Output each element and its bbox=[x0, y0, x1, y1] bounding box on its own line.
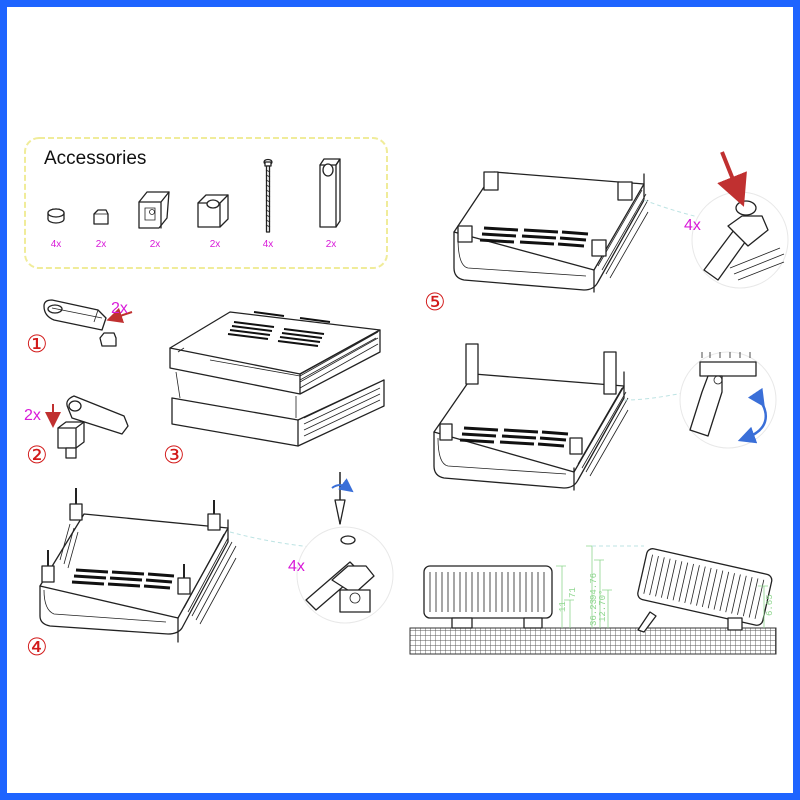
accessories-title: Accessories bbox=[44, 148, 146, 169]
step-5-qty: 4x bbox=[684, 217, 701, 234]
step-1-qty: 2x bbox=[111, 300, 128, 317]
step-1: 2x ① bbox=[26, 299, 133, 358]
insert-arrow bbox=[106, 307, 133, 324]
stand-leg-right bbox=[603, 351, 617, 395]
step-2-qty: 2x bbox=[24, 407, 41, 424]
small-block-qty: 2x bbox=[96, 239, 107, 250]
rubber-foot-qty: 4x bbox=[51, 239, 62, 250]
step-4-detail: 4x bbox=[288, 472, 394, 624]
dim-12-70-deg: 12.70° bbox=[598, 590, 608, 622]
bracket-icon bbox=[138, 191, 170, 229]
step-4-qty: 4x bbox=[288, 558, 305, 575]
bracket-qty: 2x bbox=[150, 239, 161, 250]
small-block-icon bbox=[93, 209, 109, 225]
dim-11: 11 bbox=[558, 601, 568, 612]
step-5-label: ⑤ bbox=[424, 288, 446, 316]
dim-36-23: 36.23 bbox=[589, 599, 599, 626]
stand-detail bbox=[679, 351, 777, 449]
clip-block-icon bbox=[197, 194, 229, 228]
step-4-enclosure: ④ bbox=[26, 488, 321, 661]
accessories-panel: Accessories 4x 2x 2x 2x bbox=[24, 137, 388, 269]
dim-94-76: 94.76 bbox=[589, 573, 599, 600]
stand-leg-left bbox=[465, 343, 479, 385]
surface bbox=[409, 627, 777, 655]
dim-71: 71 bbox=[568, 587, 578, 598]
step-2-label: ② bbox=[26, 441, 48, 469]
stand-vents bbox=[459, 426, 569, 448]
bracket-posts bbox=[41, 488, 221, 595]
screw-qty: 4x bbox=[263, 239, 274, 250]
rotate-arrow bbox=[331, 478, 354, 493]
tilted-enclosure bbox=[637, 548, 773, 626]
side-view: 11 71 94.76 12.70° 36.23 6.65 bbox=[409, 545, 777, 655]
step-2: 2x ② bbox=[24, 395, 129, 469]
flat-enclosure bbox=[423, 565, 553, 629]
step-3-enclosure: ③ bbox=[163, 311, 385, 469]
base-vents bbox=[71, 568, 175, 590]
press-foot-arrow bbox=[717, 151, 747, 207]
step-5-detail: 4x bbox=[684, 151, 789, 289]
accessories-border bbox=[24, 137, 388, 269]
dim-6-65: 6.65 bbox=[765, 594, 775, 616]
stand-leg-qty: 2x bbox=[326, 239, 337, 250]
top-vents bbox=[479, 226, 589, 248]
tilt-arrow bbox=[737, 387, 768, 444]
step-4-label: ④ bbox=[26, 633, 48, 661]
lid-vents bbox=[227, 311, 331, 347]
small-block-part bbox=[99, 332, 117, 347]
screw-icon bbox=[263, 158, 273, 233]
clip-block-qty: 2x bbox=[210, 239, 221, 250]
step-1-label: ① bbox=[26, 330, 48, 358]
step-5-enclosure: ⑤ bbox=[424, 171, 711, 316]
rubber-foot-icon bbox=[47, 208, 65, 224]
step-3-label: ③ bbox=[163, 441, 185, 469]
stand-enclosure bbox=[433, 343, 691, 491]
stand-leg-icon bbox=[319, 158, 341, 228]
